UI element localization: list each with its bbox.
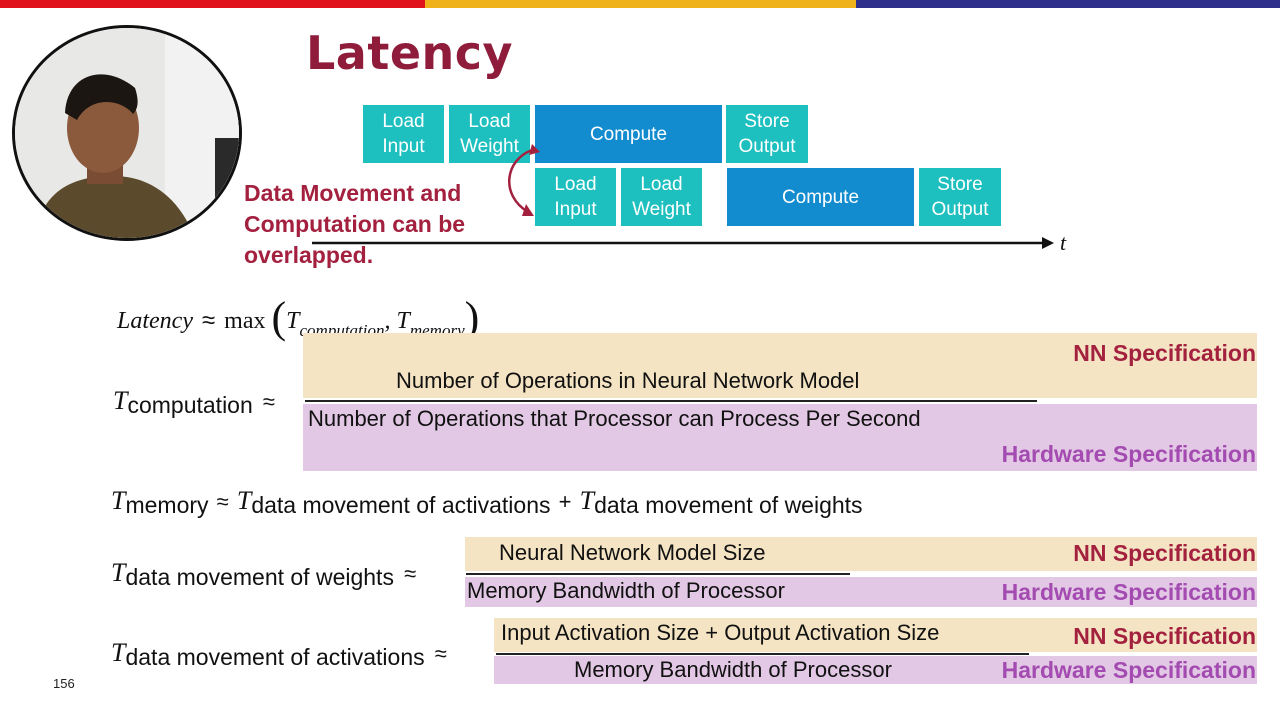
computation-nn-spec-label: NN Specification	[1073, 340, 1256, 366]
row1-compute-label: Compute	[589, 123, 668, 145]
activations-approx: ≈	[434, 641, 447, 666]
weights-hw-spec-label: Hardware Specification	[1001, 579, 1256, 605]
overlap-note: Data Movement and Computation can be ove…	[244, 178, 465, 271]
row2-load-weight-label: Load Weight	[632, 174, 691, 220]
time-axis-label: t	[1060, 230, 1067, 255]
top-bar-red	[0, 0, 425, 8]
overlap-note-line1: Data Movement and	[244, 180, 462, 206]
weights-denominator: Memory Bandwidth of Processor	[467, 578, 785, 603]
computation-approx: ≈	[262, 389, 275, 414]
activations-T: T	[111, 638, 126, 667]
weights-numerator: Neural Network Model Size	[499, 540, 766, 565]
time-axis-arrow	[312, 144, 1054, 249]
presenter-webcam-icon	[12, 25, 242, 241]
row1-load-input-label: Load Input	[382, 111, 425, 157]
memory-T-weights: T	[579, 486, 595, 515]
latency-equation: Latency ≈ max (Tcomputation, Tmemory)	[117, 288, 480, 342]
row1-store-output-block: Store Output	[726, 105, 808, 163]
computation-subscript: computation	[127, 392, 253, 418]
computation-hw-spec-label: Hardware Specification	[1001, 441, 1256, 467]
weights-lhs: Tdata movement of weights ≈	[111, 558, 417, 590]
memory-subscript-weights: data movement of weights	[594, 492, 863, 518]
activations-nn-spec-label: NN Specification	[1073, 623, 1256, 649]
weights-subscript: data movement of weights	[125, 564, 394, 590]
weights-fraction-bar	[466, 573, 850, 575]
page-number: 156	[53, 676, 75, 691]
memory-approx: ≈	[216, 489, 229, 514]
top-bar-navy	[856, 0, 1280, 8]
weights-hw-band	[465, 577, 1257, 607]
row2-load-input-block: Load Input	[535, 168, 616, 226]
memory-T-activations: T	[236, 486, 252, 515]
slide-title: Latency	[306, 26, 514, 80]
open-paren: (	[271, 293, 287, 342]
t-memory-symbol: T	[396, 308, 410, 334]
weights-nn-band	[465, 537, 1257, 571]
row2-store-output-block: Store Output	[919, 168, 1001, 226]
activations-lhs: Tdata movement of activations ≈	[111, 638, 447, 670]
weights-approx: ≈	[404, 561, 417, 586]
top-bar-yellow	[425, 0, 856, 8]
activations-numerator: Input Activation Size + Output Activatio…	[501, 620, 940, 645]
computation-hw-band	[303, 404, 1257, 471]
row2-store-output-label: Store Output	[931, 174, 989, 220]
activations-fraction-bar	[496, 653, 1029, 655]
memory-T: T	[111, 486, 126, 515]
row2-compute-label: Compute	[781, 186, 860, 208]
computation-T: T	[113, 386, 128, 415]
computation-lhs: Tcomputation ≈	[113, 386, 275, 418]
t-computation-symbol: T	[286, 308, 300, 334]
computation-denominator: Number of Operations that Processor can …	[308, 406, 921, 431]
activations-denominator: Memory Bandwidth of Processor	[574, 657, 892, 682]
max-operator: max	[224, 308, 266, 334]
row1-load-weight-block: Load Weight	[449, 105, 530, 163]
computation-numerator: Number of Operations in Neural Network M…	[396, 368, 860, 393]
comma: ,	[384, 308, 391, 334]
memory-subscript-activations: data movement of activations	[251, 492, 551, 518]
overlap-note-line2: Computation can be	[244, 211, 466, 237]
activations-nn-band	[494, 618, 1257, 652]
activations-subscript: data movement of activations	[125, 644, 425, 670]
row2-load-weight-block: Load Weight	[621, 168, 702, 226]
weights-T: T	[111, 558, 126, 587]
row1-compute-block: Compute	[535, 105, 722, 163]
row1-store-output-label: Store Output	[738, 111, 796, 157]
row1-load-input-block: Load Input	[363, 105, 444, 163]
row2-compute-block: Compute	[727, 168, 914, 226]
latency-lhs: Latency	[117, 308, 193, 334]
close-paren: )	[464, 293, 480, 342]
memory-plus: +	[558, 489, 572, 514]
weights-nn-spec-label: NN Specification	[1073, 540, 1256, 566]
activations-hw-spec-label: Hardware Specification	[1001, 657, 1256, 683]
overlap-note-line3: overlapped.	[244, 242, 374, 268]
row1-load-weight-label: Load Weight	[460, 111, 519, 157]
computation-nn-band	[303, 333, 1257, 398]
memory-subscript: memory	[125, 492, 209, 518]
computation-fraction-bar	[305, 400, 1037, 402]
memory-equation: Tmemory ≈ Tdata movement of activations …	[111, 486, 863, 518]
approx-symbol: ≈	[201, 307, 216, 334]
activations-hw-band	[494, 656, 1257, 684]
row2-load-input-label: Load Input	[554, 174, 597, 220]
